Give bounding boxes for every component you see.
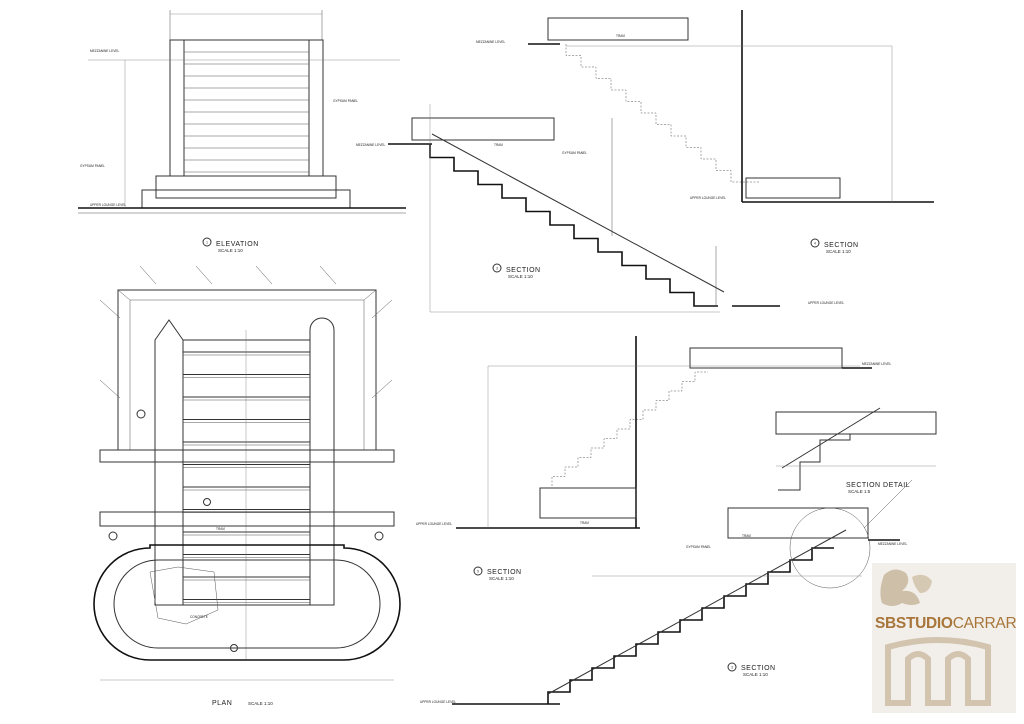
section-d-title: SECTION bbox=[741, 665, 776, 672]
plan-diagonal-mark bbox=[255, 265, 273, 285]
elevation-gypsum-label-right: GYPSUM PANEL bbox=[333, 99, 358, 103]
elevation-scale: SCALE 1:10 bbox=[218, 248, 243, 253]
section-c-number: 5 bbox=[477, 570, 479, 574]
logo-ornament bbox=[880, 569, 991, 706]
elevation-upper-lounge-label: UPPER LOUNGE LEVEL bbox=[90, 203, 126, 207]
elevation-number: 1 bbox=[206, 241, 208, 245]
section-d-view: 3 SECTION SCALE 1:10 UPPER LOUNGE LEVEL … bbox=[420, 479, 913, 705]
section-d-mezzanine-label: MEZZANINE LEVEL bbox=[878, 542, 907, 546]
section-b-title: SECTION bbox=[824, 242, 859, 249]
section-detail-title: SECTION DETAIL bbox=[846, 482, 910, 489]
plan-travi-label: TRAVI bbox=[216, 527, 225, 531]
section-detail-scale: SCALE 1:5 bbox=[848, 489, 871, 494]
section-a-scale: SCALE 1:10 bbox=[508, 274, 533, 279]
logo-wordmark: SBSTUDIOCARRARA bbox=[875, 615, 1016, 633]
section-c-upper-lounge-label: UPPER LOUNGE LEVEL bbox=[416, 522, 452, 526]
section-c-title: SECTION bbox=[487, 569, 522, 576]
plan-diagonal-mark bbox=[195, 265, 213, 285]
plan-diagonal-mark bbox=[371, 299, 393, 319]
section-a-gypsum-label: GYPSUM PANEL bbox=[562, 151, 587, 155]
section-c-mezzanine-label: MEZZANINE LEVEL bbox=[862, 362, 891, 366]
elevation-view: 1 ELEVATION SCALE 1:10 MEZZANINE LEVEL U… bbox=[78, 10, 406, 253]
plan-concrete-label: CONCRETE bbox=[190, 615, 208, 619]
section-b-mezzanine-label: MEZZANINE LEVEL bbox=[476, 40, 505, 44]
section-a-number: 3 bbox=[496, 267, 498, 271]
section-b-number: 4 bbox=[814, 242, 816, 246]
elevation-title: ELEVATION bbox=[216, 241, 259, 248]
section-a-upper-lounge-label: UPPER LOUNGE LEVEL bbox=[808, 301, 844, 305]
section-b-scale: SCALE 1:10 bbox=[826, 249, 851, 254]
section-d-gypsum-label: GYPSUM PANEL bbox=[686, 545, 711, 549]
section-d-travi-label: TRAVI bbox=[742, 534, 751, 538]
elevation-mezzanine-label: MEZZANINE LEVEL bbox=[90, 49, 119, 53]
section-c-travi-label: TRAVI bbox=[580, 521, 589, 525]
plan-diagonal-mark bbox=[99, 379, 121, 399]
plan-view: PLAN SCALE 1:10 CONCRETE TRAVI bbox=[93, 265, 401, 707]
plan-title: PLAN bbox=[212, 700, 232, 707]
plan-diagonal-mark bbox=[139, 265, 157, 285]
section-c-view: 5 SECTION SCALE 1:10 UPPER LOUNGE LEVEL … bbox=[416, 336, 891, 581]
plan-diagonal-mark bbox=[99, 299, 121, 319]
plan-diagonal-mark bbox=[319, 265, 337, 285]
section-a-travi-label: TRAVI bbox=[494, 143, 503, 147]
section-detail-view: SECTION DETAIL SCALE 1:5 bbox=[775, 407, 937, 494]
section-a-title: SECTION bbox=[506, 267, 541, 274]
section-d-number: 3 bbox=[731, 666, 733, 670]
section-d-scale: SCALE 1:10 bbox=[743, 672, 768, 677]
logo-word-carrara: CARRARA bbox=[952, 615, 1016, 632]
logo-word-sbstudio: SBSTUDIO bbox=[875, 615, 953, 632]
plan-scale: SCALE 1:10 bbox=[248, 701, 273, 706]
section-b-travi-label: TRAVI bbox=[616, 34, 625, 38]
sbstudio-carrara-logo: SBSTUDIOCARRARA bbox=[872, 563, 1016, 713]
elevation-gypsum-label: GYPSUM PANEL bbox=[80, 164, 105, 168]
section-b-view: 4 SECTION SCALE 1:10 MEZZANINE LEVEL UPP… bbox=[476, 10, 934, 254]
section-a-view: 3 SECTION SCALE 1:10 MEZZANINE LEVEL UPP… bbox=[356, 104, 844, 313]
section-c-scale: SCALE 1:10 bbox=[489, 576, 514, 581]
section-a-mezzanine-label: MEZZANINE LEVEL bbox=[356, 143, 385, 147]
plan-diagonal-mark bbox=[371, 379, 393, 399]
section-d-upper-lounge-label: UPPER LOUNGE LEVEL bbox=[420, 700, 456, 704]
section-b-upper-lounge-label: UPPER LOUNGE LEVEL bbox=[690, 196, 726, 200]
